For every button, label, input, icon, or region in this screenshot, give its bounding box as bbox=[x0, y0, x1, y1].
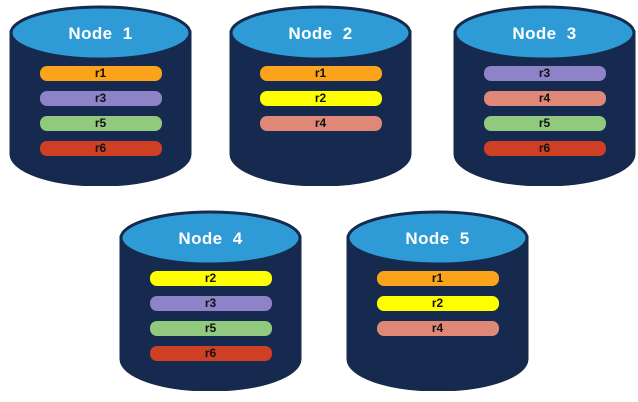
replica-bar-r1[interactable]: r1 bbox=[39, 66, 162, 81]
replica-bar-r1[interactable]: r1 bbox=[376, 271, 499, 286]
replica-stack: r1 r3 r5 r6 bbox=[8, 66, 193, 156]
replica-bar-r6[interactable]: r6 bbox=[39, 141, 162, 156]
replica-stack: r1 r2 r4 bbox=[345, 271, 530, 336]
replica-bar-r5[interactable]: r5 bbox=[149, 321, 272, 336]
replica-bar-r2[interactable]: r2 bbox=[259, 91, 382, 106]
replica-bar-r6[interactable]: r6 bbox=[483, 141, 606, 156]
replica-bar-r2[interactable]: r2 bbox=[376, 296, 499, 311]
cylinder-top-ellipse bbox=[9, 5, 192, 61]
replica-stack: r2 r3 r5 r6 bbox=[118, 271, 303, 361]
replica-bar-r3[interactable]: r3 bbox=[483, 66, 606, 81]
replica-stack: r3 r4 r5 r6 bbox=[452, 66, 637, 156]
replica-bar-r4[interactable]: r4 bbox=[376, 321, 499, 336]
replica-bar-r5[interactable]: r5 bbox=[483, 116, 606, 131]
replica-bar-r4[interactable]: r4 bbox=[259, 116, 382, 131]
replica-bar-r2[interactable]: r2 bbox=[149, 271, 272, 286]
replica-bar-r3[interactable]: r3 bbox=[149, 296, 272, 311]
replica-bar-r1[interactable]: r1 bbox=[259, 66, 382, 81]
cylinder-top-ellipse bbox=[346, 210, 529, 266]
cylinder-top-ellipse bbox=[453, 5, 636, 61]
cylinder-top-ellipse bbox=[229, 5, 412, 61]
replica-bar-r4[interactable]: r4 bbox=[483, 91, 606, 106]
replica-bar-r5[interactable]: r5 bbox=[39, 116, 162, 131]
replica-stack: r1 r2 r4 bbox=[228, 66, 413, 131]
replica-bar-r3[interactable]: r3 bbox=[39, 91, 162, 106]
replica-bar-r6[interactable]: r6 bbox=[149, 346, 272, 361]
cylinder-top-ellipse bbox=[119, 210, 302, 266]
